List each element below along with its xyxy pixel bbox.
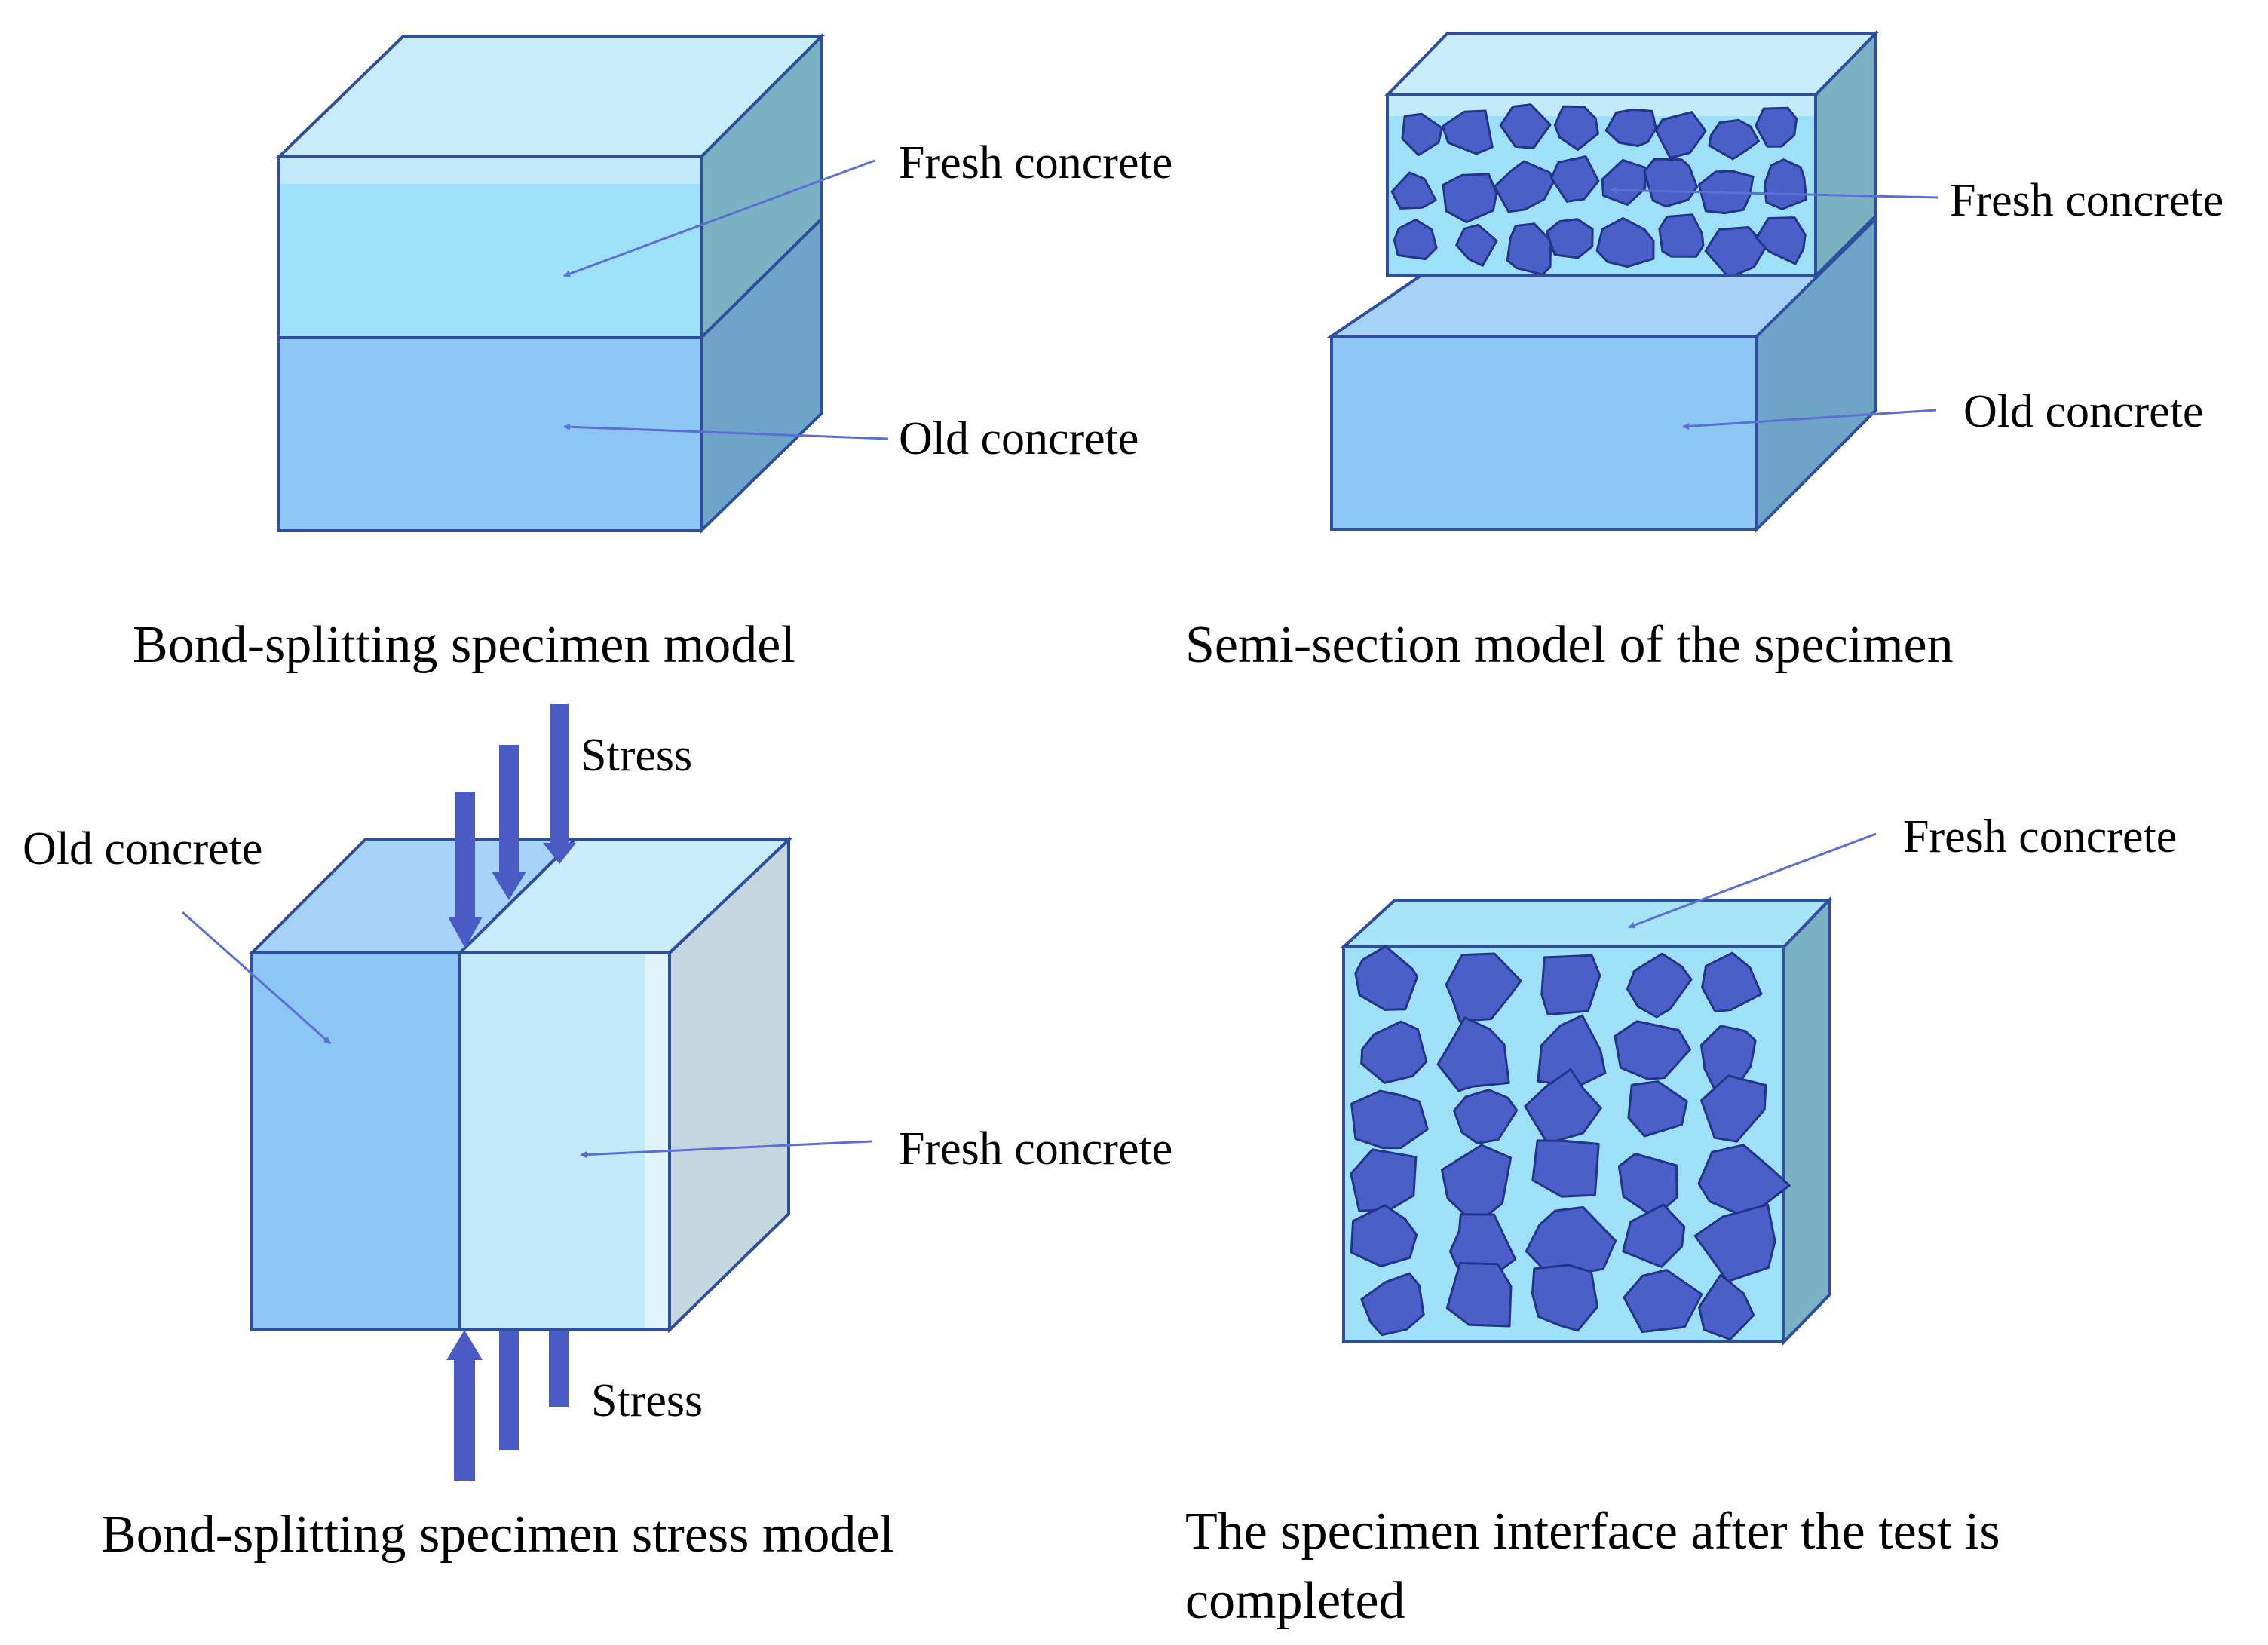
aggregate-stone [1701,951,1763,1013]
aggregate-stone [1393,219,1438,261]
fresh-slab-highlight [1389,96,1814,116]
aggregate-stone [1442,173,1498,223]
aggregate-stone [1531,1139,1600,1198]
aggregate-stone [1643,158,1699,208]
aggregate-stone [1704,226,1768,279]
fresh-half-edge-highlight [645,954,668,1328]
aggregate-stone [1499,103,1552,149]
label-old-concrete: Old concrete [23,823,262,875]
old-half-front [250,951,461,1331]
aggregate-stone [1755,216,1807,265]
stress-arrows-top [448,704,576,948]
leader-fresh [1610,186,1939,199]
aggregate-stone [1755,106,1798,148]
aggregate-stone [1453,1089,1519,1144]
aggregate-stone [1354,945,1419,1011]
leader-fresh [563,159,875,277]
aggregates-semi-section [1390,103,1808,279]
label-old-concrete: Old concrete [899,413,1139,464]
old-block-front [1330,335,1758,531]
aggregate-stone [1550,155,1600,203]
fresh-block-front-highlight [280,158,700,184]
aggregate-stone [1700,1074,1767,1143]
slab-side [1782,896,1831,1346]
label-fresh-concrete: Fresh concrete [1950,175,2224,226]
aggregate-stone [1350,1089,1429,1150]
leader-old [182,911,331,1045]
caption-semi-section-model: Semi-section model of the specimen [1185,616,1954,674]
old-block-side [700,215,823,535]
caption-stress-model: Bond-splitting specimen stress model [101,1506,894,1564]
aggregate-stone [1401,112,1443,157]
aggregate-stone [1595,217,1655,268]
label-fresh-concrete: Fresh concrete [899,1123,1172,1175]
leader-fresh [580,1140,872,1159]
aggregate-stone [1360,1020,1428,1084]
aggregate-stone [1658,213,1705,258]
fresh-half-side [668,836,790,1334]
aggregate-stone [1545,218,1594,259]
caption-interface-line1: The specimen interface after the test is [1185,1503,2000,1561]
aggregate-stone [1553,105,1599,152]
fresh-half-front [458,951,671,1331]
aggregate-stone [1617,1153,1678,1219]
aggregate-stone [1626,952,1693,1019]
aggregate-stone [1531,1264,1598,1332]
panel-interface-after-test: Fresh concrete The specimen interface af… [1185,811,2177,1630]
aggregate-stone [1445,952,1522,1023]
aggregate-stone [1622,1203,1686,1268]
old-block-front [277,336,703,532]
aggregate-stone [1436,1016,1510,1092]
aggregate-stone [1455,223,1498,267]
aggregate-stone [1614,1020,1691,1080]
aggregate-stone [1654,111,1707,160]
fresh-slab-top [1384,32,1880,96]
panel-semi-section-model: Fresh concrete Old concrete Semi-section… [1185,29,2224,674]
fresh-slab-side [1814,29,1877,280]
aggregate-stone [1708,118,1760,161]
label-stress-bottom: Stress [591,1375,703,1426]
aggregate-stone [1350,1204,1418,1267]
leader-fresh [1628,832,1877,929]
aggregate-stone [1442,109,1494,155]
aggregate-stone [1360,1272,1425,1337]
caption-bond-splitting-model: Bond-splitting specimen model [133,616,795,674]
aggregate-stone [1540,954,1601,1016]
aggregate-stone [1445,1262,1513,1328]
label-fresh-concrete: Fresh concrete [899,137,1172,188]
slab-top [1339,899,1833,948]
aggregates-interface [1350,945,1791,1341]
old-block-side [1755,215,1877,533]
caption-interface-line2: completed [1185,1572,1405,1630]
panel-bond-splitting-model: Fresh concrete Old concrete Bond-splitti… [133,32,1172,674]
aggregate-stone [1627,1080,1688,1138]
leader-old [1682,409,1937,430]
label-old-concrete: Old concrete [1963,386,2203,437]
panel-stress-model: Old concrete Fresh concrete Stress Stres… [23,704,1172,1564]
aggregate-stone [1537,1014,1607,1088]
label-fresh-concrete: Fresh concrete [1903,811,2177,862]
aggregate-stone [1623,1269,1703,1334]
stress-arrows-bottom [446,1330,569,1481]
aggregate-stone [1604,108,1657,147]
aggregate-stone [1506,222,1552,276]
aggregate-stone [1350,1148,1418,1212]
label-stress-top: Stress [581,730,692,781]
fresh-block-front [277,155,703,339]
leader-old [563,423,889,440]
aggregate-stone [1390,171,1437,210]
aggregate-stone [1764,158,1808,210]
aggregate-stone [1698,1273,1755,1341]
